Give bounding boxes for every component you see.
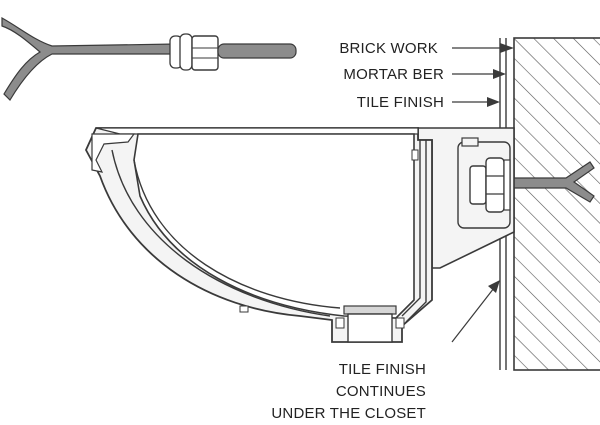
tile-note-leader — [451, 287, 495, 343]
tile-note-line1: TILE FINISH — [339, 361, 426, 378]
closet-bowl — [84, 127, 433, 343]
label-arrows — [451, 43, 514, 343]
tile-finish-arrowhead — [487, 97, 500, 107]
brick-work-arrowhead — [500, 43, 514, 53]
mortar-bed-arrowhead — [493, 69, 506, 79]
hanger-bolt — [513, 161, 595, 203]
mortar-bed-label: MORTAR BER — [343, 66, 444, 83]
bolt-nut-assembly — [469, 157, 511, 213]
loose-hanger-bolt — [1, 16, 297, 101]
tile-finish-label: TILE FINISH — [357, 94, 444, 111]
labels: BRICK WORK MORTAR BER TILE FINISH TILE F… — [271, 40, 444, 422]
tile-note-line3: UNDER THE CLOSET — [271, 405, 426, 422]
tile-note-arrowhead — [488, 280, 500, 293]
tile-note-line2: CONTINUES — [336, 383, 426, 400]
brick-work-label: BRICK WORK — [339, 40, 438, 57]
brick-wall — [513, 37, 600, 371]
